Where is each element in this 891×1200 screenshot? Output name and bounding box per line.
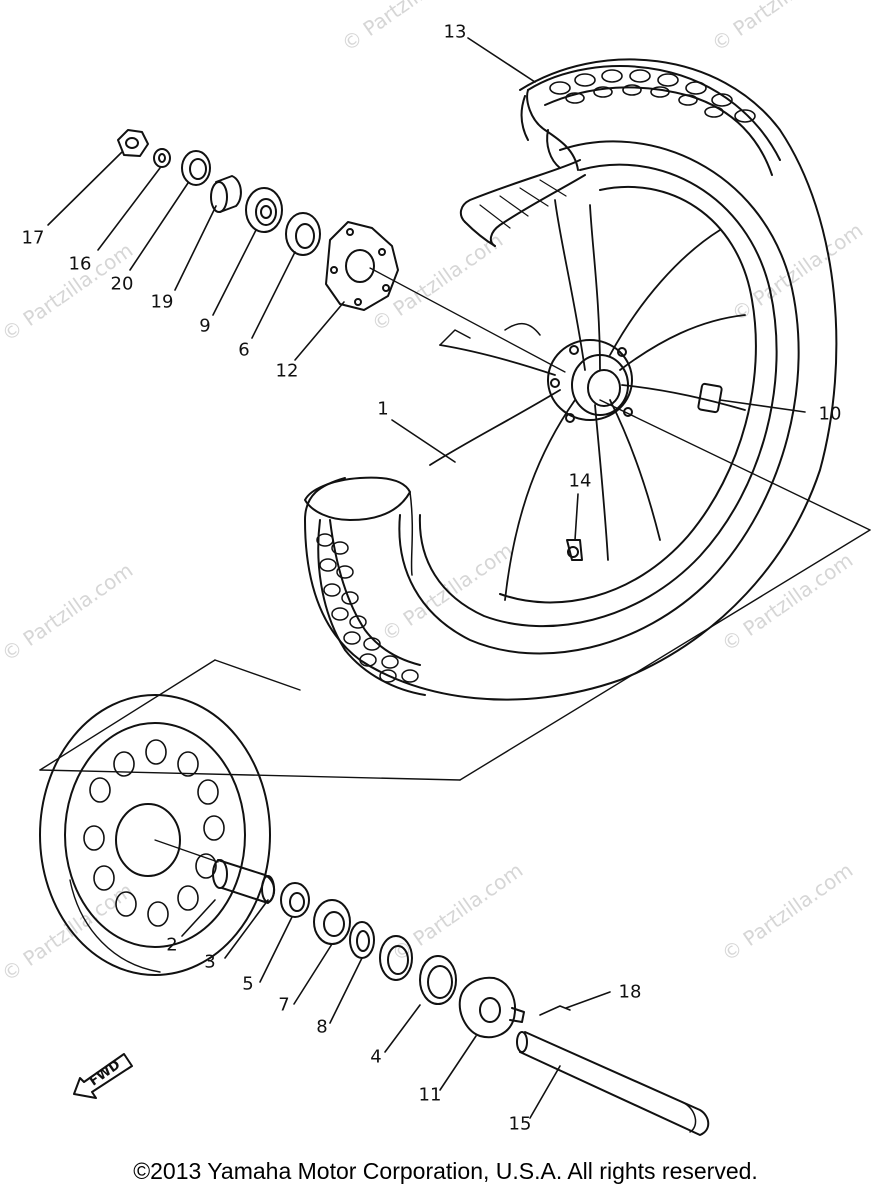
lower-axle-parts bbox=[154, 839, 710, 1136]
callout-1: 1 bbox=[377, 398, 389, 420]
assembly-guide-lines bbox=[39, 399, 871, 781]
callout-2: 2 bbox=[166, 934, 178, 956]
callout-10: 10 bbox=[818, 403, 842, 425]
callout-12: 12 bbox=[275, 360, 299, 382]
callout-17: 17 bbox=[21, 227, 45, 249]
callout-6: 6 bbox=[238, 339, 250, 361]
callout-8: 8 bbox=[316, 1016, 328, 1038]
exploded-parts-diagram bbox=[39, 37, 871, 1136]
callout-9: 9 bbox=[199, 315, 211, 337]
forward-arrow-icon bbox=[73, 1053, 133, 1099]
callout-7: 7 bbox=[278, 994, 290, 1016]
upper-hub-parts bbox=[117, 129, 566, 373]
callout-16: 16 bbox=[68, 253, 92, 275]
callout-13: 13 bbox=[443, 21, 467, 43]
callout-4: 4 bbox=[370, 1046, 382, 1068]
callout-3: 3 bbox=[204, 951, 216, 973]
copyright-notice: ©2013 Yamaha Motor Corporation, U.S.A. A… bbox=[133, 1158, 758, 1184]
brake-disc bbox=[39, 694, 271, 976]
callout-5: 5 bbox=[242, 973, 254, 995]
callout-19: 19 bbox=[150, 291, 174, 313]
callout-18: 18 bbox=[618, 981, 642, 1003]
callout-11: 11 bbox=[418, 1084, 442, 1106]
wheel-assembly bbox=[304, 58, 838, 701]
callout-14: 14 bbox=[568, 470, 592, 492]
callout-20: 20 bbox=[110, 273, 134, 295]
callout-15: 15 bbox=[508, 1113, 532, 1135]
leader-lines bbox=[47, 37, 806, 1119]
